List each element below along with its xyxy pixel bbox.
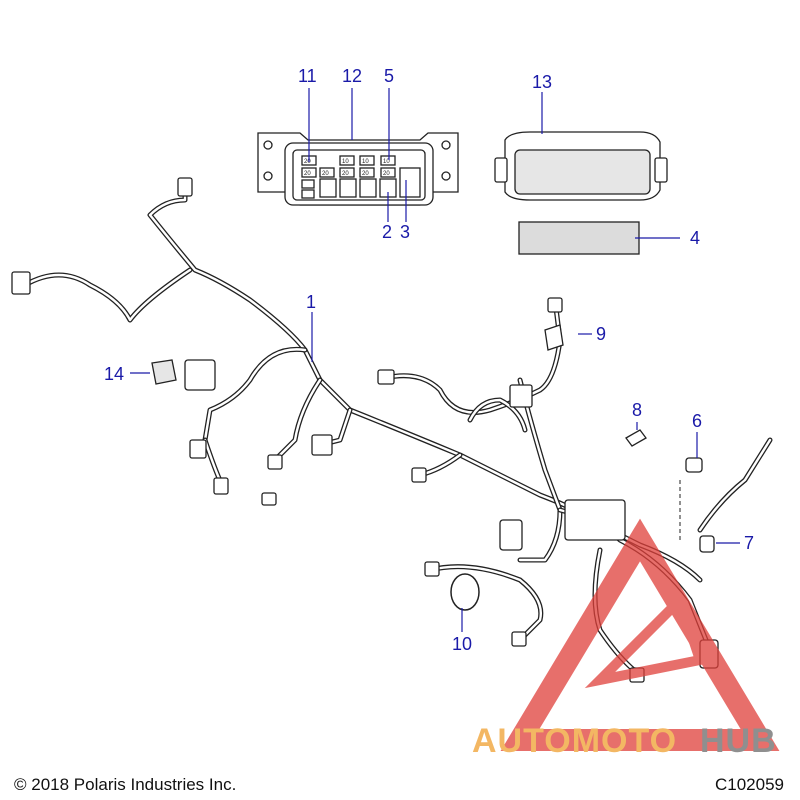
callout-labels: 11 12 5 2 3 13 4 1 9 14 8 6 7 10 xyxy=(104,66,754,654)
fuse-rating: 20 xyxy=(322,171,329,177)
copyright-notice: © 2018 Polaris Industries Inc. xyxy=(14,775,237,794)
callout-9: 9 xyxy=(596,324,606,344)
automotohub-watermark: AUTOMOTO HUB xyxy=(472,518,780,760)
clip-part-6 xyxy=(685,457,703,473)
fuse-rating: 20 xyxy=(362,171,369,177)
fuse-rating: 10 xyxy=(342,159,349,165)
watermark-brand-part-1: AUTOMOTO xyxy=(472,722,677,760)
callout-2: 2 xyxy=(382,222,392,242)
callout-leaders xyxy=(130,88,740,632)
wire-loop-part-10 xyxy=(450,573,480,611)
terminal-part-8 xyxy=(625,429,647,447)
callout-3: 3 xyxy=(400,222,410,242)
callout-12: 12 xyxy=(342,66,362,86)
fuse-box-cover xyxy=(494,131,668,201)
drawing-id: C102059 xyxy=(714,775,784,794)
fuse-rating: 10 xyxy=(383,159,390,165)
fuse-rating: 20 xyxy=(342,171,349,177)
callout-14: 14 xyxy=(104,364,124,384)
callout-7: 7 xyxy=(744,533,754,553)
fuse-rating: 10 xyxy=(362,159,369,165)
callout-8: 8 xyxy=(632,400,642,420)
fuse-rating: 20 xyxy=(304,159,311,165)
watermark-brand-part-2: HUB xyxy=(700,722,777,760)
callout-11: 11 xyxy=(298,66,317,86)
callout-6: 6 xyxy=(692,411,702,431)
connector-part-9 xyxy=(544,324,564,351)
callout-1: 1 xyxy=(306,292,316,312)
main-wire-harness xyxy=(22,182,773,678)
clip-part-7 xyxy=(699,535,715,553)
fuse-rating: 20 xyxy=(304,171,311,177)
connector-part-14 xyxy=(151,359,177,385)
relay-row xyxy=(301,167,421,199)
callout-10: 10 xyxy=(452,634,472,654)
callout-4: 4 xyxy=(690,228,700,248)
callout-5: 5 xyxy=(384,66,394,86)
callout-13: 13 xyxy=(532,72,552,92)
fuse-box-assembly: 20 10 10 10 20 20 20 20 20 xyxy=(257,132,459,206)
foam-pad xyxy=(518,221,640,255)
fuse-rating: 20 xyxy=(383,171,390,177)
